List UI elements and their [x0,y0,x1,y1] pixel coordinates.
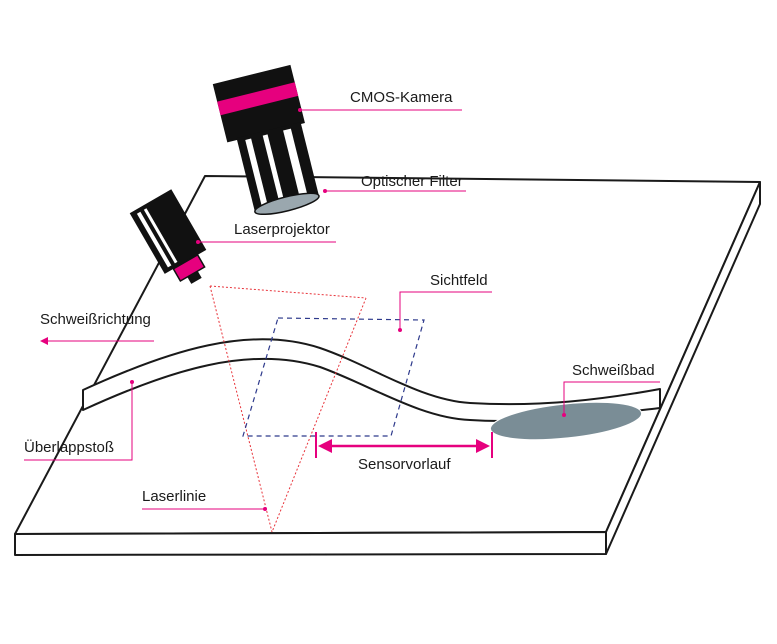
base-plate-side [605,181,761,555]
projector-body [129,189,207,274]
optical-filter [254,192,320,216]
overlap-sheet [82,338,661,422]
welding-direction-arrowhead [40,337,48,345]
cmos-camera [212,64,320,216]
label-welding-direction: Schweißrichtung [40,311,151,328]
label-field-of-view: Sichtfeld [430,272,488,289]
sensor-lead-arrow [315,432,493,458]
camera-accent-band [217,82,299,116]
leader-dots [40,108,566,511]
leader-lines [24,109,660,510]
base-plate-top [14,175,761,535]
label-sensor-lead: Sensorvorlauf [358,456,451,473]
label-lap-joint: Überlappstoß [24,438,114,456]
label-cmos-camera: CMOS-Kamera [350,89,453,106]
laser-projector [129,189,207,284]
base-plate-front [14,531,607,556]
label-laser-line: Laserlinie [142,488,206,505]
label-weld-pool: Schweißbad [572,362,655,379]
label-laser-projector: Laserprojektor [234,221,330,238]
label-optical-filter: Optischer Filter [361,173,463,190]
overlap-sheet-edge [82,338,661,422]
